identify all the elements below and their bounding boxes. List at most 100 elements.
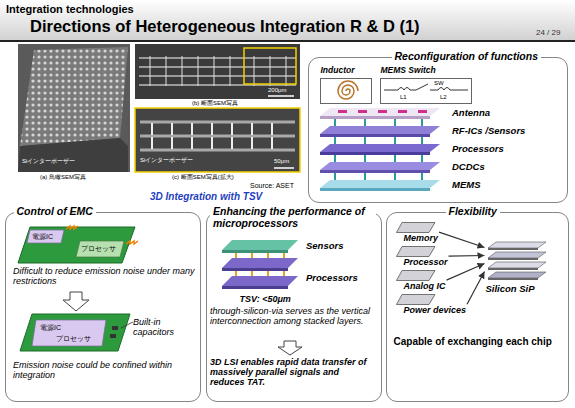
scale-label: 200μm <box>268 87 286 94</box>
plate-top <box>488 272 546 278</box>
layer-edge <box>320 188 430 191</box>
panel-heading: Flexibility <box>446 205 500 217</box>
layer-label: Processors <box>452 144 504 155</box>
feature-panel: FlexibilityCapable of exchanging each ch… <box>386 212 569 402</box>
layer-edge <box>222 250 288 253</box>
chip-block: Memory <box>396 222 439 243</box>
chip-drawing <box>396 270 436 281</box>
circuit-label: SW <box>434 80 444 87</box>
panel-heading: Control of EMC <box>14 205 96 217</box>
chip-drawing <box>396 294 436 305</box>
down-arrow <box>63 292 89 311</box>
chip-outline <box>396 294 435 304</box>
connector-arrow <box>447 264 485 281</box>
circuit-board <box>18 227 135 263</box>
image-caption: (c) 断面SEM写真(拡大) <box>172 174 234 181</box>
picture-box: MEMS Switch <box>380 78 472 104</box>
capacitors <box>110 326 118 338</box>
tsv-vias <box>152 123 272 149</box>
chip-label: Memory <box>396 233 439 243</box>
circuit-label: L2 <box>440 94 447 101</box>
header-rule <box>0 40 575 42</box>
chip-block: Analog IC <box>396 270 446 291</box>
header-band <box>0 0 575 41</box>
antenna-layer <box>320 108 440 116</box>
chip-outline <box>396 222 435 232</box>
chip-block: Power devices <box>396 294 467 315</box>
sip-plate <box>488 242 546 250</box>
chip-block: Processor <box>396 246 448 267</box>
pillars <box>335 119 422 180</box>
sip-label: Silicon SiP <box>486 284 548 295</box>
chip-outline <box>396 270 435 280</box>
switch-circuit <box>384 84 468 90</box>
chip-name: プロセッサ <box>56 335 91 343</box>
connector-arrow <box>439 232 484 247</box>
panel-heading: Reconfiguration of functions <box>392 50 542 62</box>
layer-stack <box>320 108 440 191</box>
layer-label: Sensors <box>306 241 344 252</box>
sem-photo <box>135 108 300 172</box>
part-label: MEMS Switch <box>381 66 436 76</box>
plate-top <box>488 242 546 248</box>
panel-text: 3D LSI enables rapid data transfer of ma… <box>210 357 376 388</box>
chip-drawing <box>396 246 436 257</box>
plate-top <box>488 262 546 268</box>
processor-layer <box>222 258 298 268</box>
scale-bar <box>268 95 294 97</box>
panel-text: Emission noise could be confined within … <box>13 360 195 381</box>
image-caption: (a) 鳥瞰SEM写真 <box>40 174 86 181</box>
antenna-pads <box>338 110 427 113</box>
panel-text: TSV: <50μm <box>240 294 291 304</box>
feature-panel: Reconfiguration of functionsInductorMEMS… <box>308 57 568 203</box>
sem-photo <box>18 44 130 172</box>
feature-panel: Enhancing the performance of microproces… <box>206 212 382 402</box>
inductor-spiral <box>338 81 358 99</box>
circuit-board <box>20 314 130 351</box>
layer-edge <box>320 170 430 173</box>
integrated-chip <box>32 320 106 346</box>
layer-label: DCDCs <box>452 162 485 173</box>
bump-array <box>20 47 128 146</box>
part-label: Inductor <box>321 66 355 76</box>
sem-annotation: Siインターポーザー <box>140 157 193 164</box>
zoom-frame <box>244 48 296 84</box>
scale-bar <box>274 167 294 169</box>
sip-plate <box>488 272 546 280</box>
dcdc-layer <box>320 162 440 170</box>
plate-top <box>488 252 546 258</box>
chip-drawing <box>396 222 436 233</box>
chip-outline <box>396 246 435 256</box>
chip-label: Processor <box>396 257 448 267</box>
layer-label: Processors <box>306 273 358 284</box>
plate-edge <box>488 248 538 250</box>
circuit-label: L1 <box>400 94 407 101</box>
page-number: 24 / 29 <box>536 28 560 37</box>
stacked-layers <box>139 58 296 85</box>
panel-text: Built-in capacitors <box>133 317 195 338</box>
panel-text: Capable of exchanging each chip <box>394 336 562 348</box>
source-note: Source: ASET <box>250 182 294 190</box>
image-caption: (b) 断面SEM写真 <box>192 100 238 107</box>
plate-edge <box>488 258 538 260</box>
feature-panel: Control of EMCDifficult to reduce emissi… <box>5 212 201 402</box>
scale-label: 50μm <box>274 158 289 165</box>
chip-name: プロセッサ <box>81 245 116 253</box>
sip-plate <box>488 262 546 270</box>
chip-name: 電源IC <box>32 233 53 241</box>
panel-text: through-silicon-via serves as the vertic… <box>210 306 376 327</box>
processor-chip <box>76 241 124 257</box>
plate-edge <box>488 268 538 270</box>
picture-box: Inductor <box>320 78 372 104</box>
power-ic-chip <box>27 230 64 243</box>
chip-label: Analog IC <box>396 281 446 291</box>
connector-arrow <box>467 272 484 305</box>
sip-plate <box>488 252 546 260</box>
sem-photo <box>135 44 300 99</box>
chip-label: Power devices <box>396 305 467 315</box>
layer-edge <box>320 134 430 137</box>
panel-heading: Enhancing the performance of microproces… <box>210 205 376 229</box>
layer-edge <box>222 286 288 289</box>
sensor-layer <box>222 240 298 250</box>
